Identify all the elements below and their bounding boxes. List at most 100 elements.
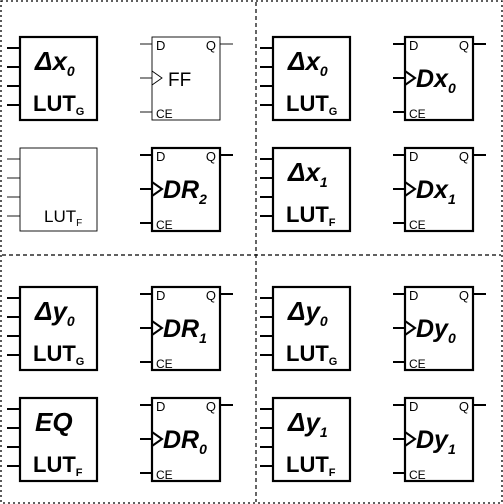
ce-pin-label: CE	[156, 468, 173, 482]
lut-type-name: LUT	[286, 91, 329, 116]
lut-type-name: LUT	[33, 91, 76, 116]
lut-function-subscript: 0	[320, 63, 328, 79]
lut-type-name: LUT	[44, 207, 76, 226]
lut-type-label: LUTF	[286, 452, 336, 479]
lut-function-name: EQ	[35, 407, 73, 437]
lut-function-subscript: 0	[67, 63, 75, 79]
register-subscript: 0	[199, 441, 207, 457]
register-label: Dy0	[416, 315, 456, 346]
flip-flop-box	[403, 396, 475, 483]
register-name: Dx	[416, 176, 449, 204]
q-pin-label: Q	[206, 399, 216, 414]
lut-type-subscript: G	[329, 356, 338, 368]
flip-flop-box	[403, 146, 475, 233]
register-label: DR1	[163, 315, 207, 346]
lut-type-subscript: G	[76, 106, 85, 118]
lut-type-subscript: G	[329, 106, 338, 118]
register-name: DR	[163, 315, 199, 343]
register-name: DR	[163, 176, 199, 204]
lut-function-subscript: 0	[67, 313, 75, 329]
clock-triangle-icon	[404, 70, 417, 86]
q-pin-label: Q	[459, 149, 469, 164]
lut-function-label: Δy0	[34, 296, 75, 329]
lut-type-name: LUT	[286, 452, 329, 477]
q-pin-label: Q	[206, 149, 216, 164]
register-name: Dx	[416, 65, 449, 93]
register-subscript: 1	[199, 330, 207, 346]
q-pin-label: Q	[459, 288, 469, 303]
register-subscript: 1	[448, 441, 456, 457]
register-label: DR0	[163, 426, 207, 457]
flip-flop-box	[150, 396, 222, 483]
lut-type-label: LUTF	[44, 207, 82, 229]
lut-type-subscript: F	[329, 467, 336, 479]
register-name: DR	[163, 426, 199, 454]
q-pin-label: Q	[206, 38, 216, 53]
ce-pin-label: CE	[409, 468, 426, 482]
lut-box	[271, 146, 352, 233]
q-pin-label: Q	[206, 288, 216, 303]
lut-function-label: Δx1	[287, 157, 328, 190]
lut-type-label: LUTF	[286, 202, 336, 229]
clock-triangle-icon	[404, 431, 417, 447]
lut-function-label: Δx0	[34, 46, 75, 79]
lut-type-label: LUTG	[33, 91, 84, 118]
lut-box	[271, 35, 352, 122]
lut-box	[271, 396, 352, 483]
flip-flop-block: D Q CE Dx1	[393, 146, 486, 233]
register-name: Dy	[416, 426, 449, 454]
lut-function-subscript: 0	[320, 313, 328, 329]
lut-type-name: LUT	[33, 341, 76, 366]
ce-pin-label: CE	[409, 218, 426, 232]
ce-pin-label: CE	[156, 357, 173, 371]
lut-function-name: Δy	[287, 296, 321, 326]
d-pin-label: D	[156, 38, 165, 53]
d-pin-label: D	[409, 399, 418, 414]
d-pin-label: D	[156, 399, 165, 414]
lut-type-subscript: F	[76, 467, 83, 479]
lut-function-subscript: 1	[320, 424, 328, 440]
register-subscript: 0	[448, 330, 456, 346]
clock-triangle-icon	[151, 70, 163, 86]
lut-block: LUTF	[7, 147, 98, 232]
lut-type-name: LUT	[286, 341, 329, 366]
lut-type-name: LUT	[33, 452, 76, 477]
flip-flop-box	[151, 36, 221, 121]
ce-pin-label: CE	[409, 107, 426, 121]
lut-box	[271, 285, 352, 372]
lut-type-label: LUTG	[286, 341, 337, 368]
lut-type-subscript: G	[76, 356, 85, 368]
lut-type-name: LUT	[286, 202, 329, 227]
lut-type-label: LUTG	[286, 91, 337, 118]
d-pin-label: D	[409, 288, 418, 303]
flip-flop-box	[403, 35, 475, 122]
d-pin-label: D	[156, 149, 165, 164]
d-pin-label: D	[409, 149, 418, 164]
register-label: Dx1	[416, 176, 456, 207]
register-subscript: 2	[198, 191, 207, 207]
ce-pin-label: CE	[156, 107, 173, 121]
register-subscript: 1	[448, 191, 456, 207]
register-label: Dx0	[416, 65, 456, 96]
lut-function-name: Δy	[287, 407, 321, 437]
q-pin-label: Q	[459, 399, 469, 414]
lut-type-subscript: F	[329, 217, 336, 229]
lut-type-label: LUTG	[33, 341, 84, 368]
lut-box	[18, 396, 99, 483]
register-label: DR2	[163, 176, 207, 207]
flip-flop-block: D Q CE DR0	[140, 396, 233, 483]
